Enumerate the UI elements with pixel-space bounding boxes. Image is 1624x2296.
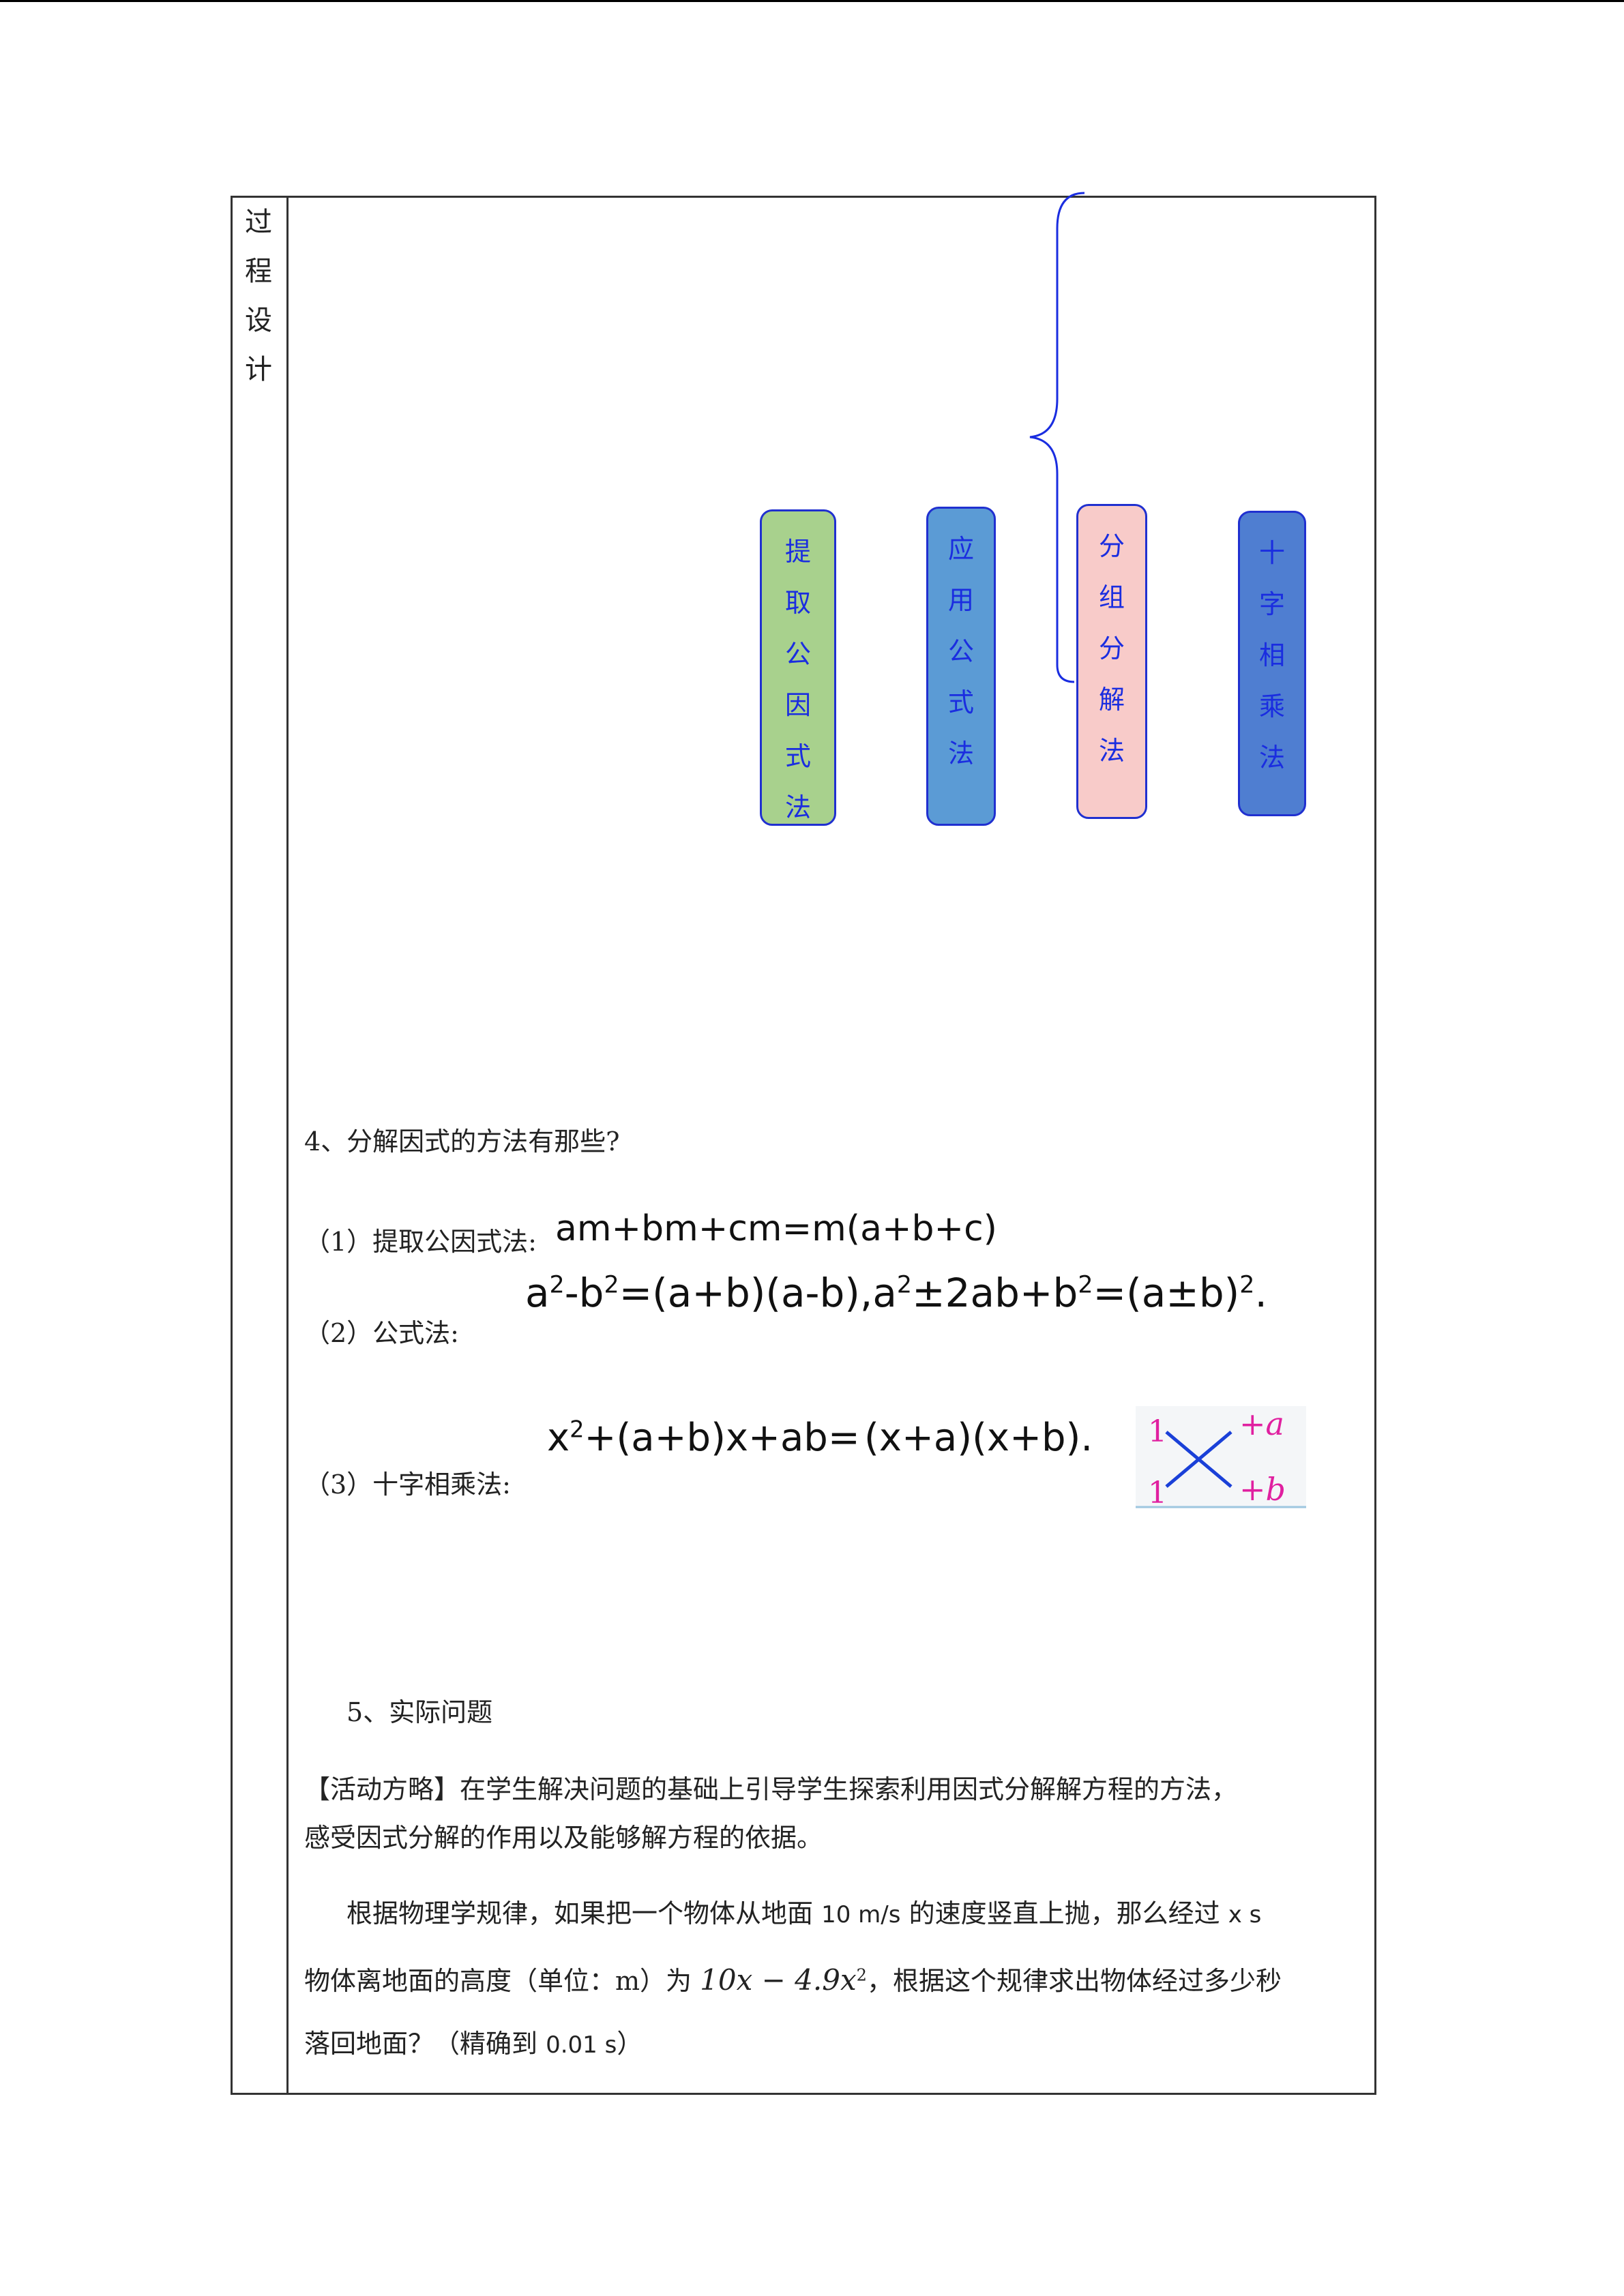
method-box-common-factor: 提 取 公 因 式 法 xyxy=(760,509,836,826)
q4-item3-label: （3）十字相乘法: xyxy=(304,1470,511,1500)
side-label-char: 设 xyxy=(245,305,272,336)
box-char: 组 xyxy=(1098,582,1125,612)
cross-bottom-right: +b xyxy=(1239,1471,1286,1508)
box-char: 式 xyxy=(784,741,811,771)
cross-multiplication-diagram: 1 1 +a +b xyxy=(1136,1406,1306,1508)
q5-problem-line2: 物体离地面的高度（单位：m）为 10x − 4.9x2，根据这个规律求出物体经过… xyxy=(304,1963,1282,1997)
q5-title: 5、实际问题 xyxy=(346,1697,493,1727)
box-char: 分 xyxy=(1098,531,1125,561)
box-char: 公 xyxy=(784,639,811,669)
box-char: 法 xyxy=(1098,736,1125,766)
q4-item2-formula: a2-b2=(a+b)(a-b),a2±2ab+b2=(a±b)2. xyxy=(525,1270,1267,1316)
side-label-char: 程 xyxy=(245,256,272,287)
q4-item1-formula: am+bm+cm=m(a+b+c) xyxy=(555,1208,997,1249)
table-frame xyxy=(231,196,1376,2095)
q4-item1-label: （1）提取公因式法: xyxy=(304,1227,537,1257)
table-column-divider xyxy=(286,196,289,2095)
box-char: 提 xyxy=(784,537,811,567)
box-char: 法 xyxy=(784,792,811,822)
box-char: 字 xyxy=(1258,589,1285,619)
box-char: 法 xyxy=(947,739,974,769)
q5-problem-line3: 落回地面？（精确到 0.01 s） xyxy=(304,2029,643,2059)
q5-problem-line1: 根据物理学规律，如果把一个物体从地面 10 m/s 的速度竖直上抛，那么经过 x… xyxy=(346,1898,1262,1928)
side-label-process-design: 过 程 设 计 xyxy=(231,198,286,394)
box-char: 用 xyxy=(947,585,974,615)
box-char: 相 xyxy=(1258,640,1285,670)
side-label-char: 计 xyxy=(245,354,272,385)
side-label-char: 过 xyxy=(245,207,272,238)
q4-item3-formula-right: (x+a)(x+b). xyxy=(864,1416,1093,1460)
page-top-border xyxy=(0,0,1624,2)
curly-brace xyxy=(1029,192,1085,683)
box-char: 法 xyxy=(1258,743,1285,773)
box-char: 取 xyxy=(784,588,811,618)
method-box-cross-multiplication: 十 字 相 乘 法 xyxy=(1238,511,1306,816)
box-char: 因 xyxy=(784,690,811,720)
box-char: 十 xyxy=(1258,538,1285,568)
box-char: 公 xyxy=(947,636,974,666)
q5-strategy-line1: 【活动方略】在学生解决问题的基础上引导学生探索利用因式分解解方程的方法， xyxy=(304,1774,1238,1804)
q4-item2-label: （2）公式法: xyxy=(304,1318,459,1348)
box-char: 解 xyxy=(1098,685,1125,715)
box-char: 乘 xyxy=(1258,691,1285,721)
cross-top-left: 1 xyxy=(1148,1414,1167,1449)
box-char: 分 xyxy=(1098,633,1125,664)
method-box-grouping: 分 组 分 解 法 xyxy=(1076,504,1147,819)
box-char: 应 xyxy=(947,534,974,564)
box-char: 式 xyxy=(947,687,974,717)
cross-top-right: +a xyxy=(1239,1406,1284,1442)
method-box-formula: 应 用 公 式 法 xyxy=(926,507,996,826)
q4-title: 4、分解因式的方法有那些? xyxy=(304,1127,620,1157)
cross-bottom-left: 1 xyxy=(1148,1476,1167,1508)
q5-strategy-line2: 感受因式分解的作用以及能够解方程的依据。 xyxy=(304,1823,823,1853)
q4-item3-formula-left: x2+(a+b)x+ab= xyxy=(547,1416,860,1460)
